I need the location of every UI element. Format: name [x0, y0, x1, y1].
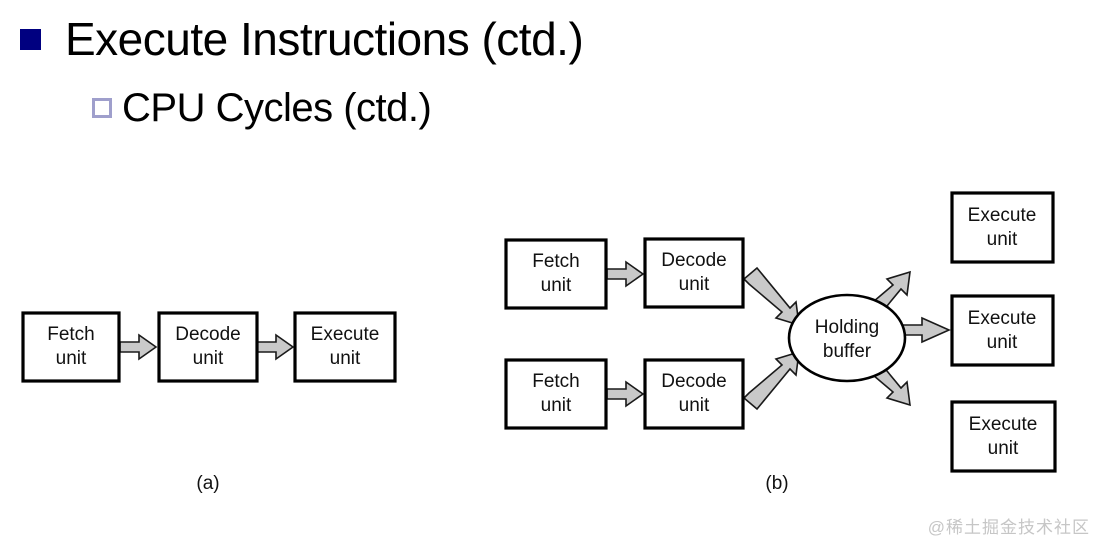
slide-title-row: Execute Instructions (ctd.) [20, 13, 584, 65]
arrow-b-decode-top-to-holding [742, 266, 800, 327]
figure-a: Fetch unit Decode unit Execute unit (a) [21, 311, 397, 494]
node-a-fetch-label-line1: Fetch [47, 324, 95, 345]
node-a-fetch: Fetch unit [21, 311, 121, 383]
node-b-decode-top-label-line1: Decode [661, 250, 727, 271]
node-b-decode-bottom-box [643, 358, 745, 430]
watermark-text: @稀土掘金技术社区 [927, 518, 1090, 537]
node-b-holding-buffer-label-line2: buffer [823, 341, 872, 362]
node-b-execute-top: Execute unit [950, 191, 1055, 264]
arrow-a-fetch-to-decode [119, 333, 158, 361]
node-a-decode-box [157, 311, 259, 383]
hollow-square-bullet-icon [92, 98, 112, 118]
node-b-fetch-top-label-line2: unit [541, 275, 572, 296]
node-a-execute-label-line2: unit [330, 348, 361, 369]
arrow-b-fetch-top-to-decode-top [606, 260, 645, 288]
figure-a-caption: (a) [196, 473, 219, 494]
node-a-fetch-box [21, 311, 121, 383]
arrow-b-holding-to-execute-middle [902, 316, 951, 344]
node-b-execute-bottom-label-line2: unit [988, 438, 1019, 459]
node-b-execute-middle-box [950, 294, 1055, 367]
node-b-decode-top: Decode unit [643, 237, 745, 309]
node-b-fetch-top-label-line1: Fetch [532, 251, 580, 272]
node-b-decode-bottom-label-line1: Decode [661, 371, 727, 392]
slide-subtitle-row: CPU Cycles (ctd.) [92, 86, 432, 130]
node-b-execute-bottom-label-line1: Execute [969, 414, 1038, 435]
node-b-holding-buffer-label-line1: Holding [815, 317, 879, 338]
node-a-execute-box [293, 311, 397, 383]
node-b-decode-top-label-line2: unit [679, 274, 710, 295]
filled-square-bullet-icon [20, 28, 41, 50]
page-title: Execute Instructions (ctd.) [65, 13, 584, 65]
node-a-decode-label-line1: Decode [175, 324, 241, 345]
node-a-decode-label-line2: unit [193, 348, 224, 369]
node-b-decode-top-box [643, 237, 745, 309]
arrow-b-fetch-bottom-to-decode-bottom [606, 380, 645, 408]
node-b-fetch-bottom: Fetch unit [504, 358, 608, 430]
figure-b: Fetch unit Decode unit Fetch unit Decode… [504, 191, 1057, 494]
node-b-execute-top-label-line2: unit [987, 229, 1018, 250]
node-b-fetch-top: Fetch unit [504, 238, 608, 310]
arrow-b-decode-bottom-to-holding [742, 350, 800, 411]
node-b-execute-middle-label-line1: Execute [968, 308, 1037, 329]
node-b-fetch-bottom-box [504, 358, 608, 430]
node-b-execute-middle: Execute unit [950, 294, 1055, 367]
node-b-fetch-bottom-label-line2: unit [541, 395, 572, 416]
node-b-decode-bottom-label-line2: unit [679, 395, 710, 416]
node-b-execute-top-label-line1: Execute [968, 205, 1037, 226]
node-b-decode-bottom: Decode unit [643, 358, 745, 430]
node-b-holding-buffer-ellipse [787, 293, 907, 383]
node-b-fetch-bottom-label-line1: Fetch [532, 371, 580, 392]
node-a-decode: Decode unit [157, 311, 259, 383]
node-b-execute-bottom: Execute unit [950, 400, 1057, 473]
node-b-holding-buffer: Holding buffer [787, 293, 907, 383]
arrow-a-decode-to-execute [256, 333, 295, 361]
figure-b-caption: (b) [765, 473, 788, 494]
node-b-execute-middle-label-line2: unit [987, 332, 1018, 353]
node-a-fetch-label-line2: unit [56, 348, 87, 369]
node-b-fetch-top-box [504, 238, 608, 310]
page-subtitle: CPU Cycles (ctd.) [122, 86, 432, 130]
node-b-execute-top-box [950, 191, 1055, 264]
node-a-execute: Execute unit [293, 311, 397, 383]
node-b-execute-bottom-box [950, 400, 1057, 473]
node-a-execute-label-line1: Execute [311, 324, 380, 345]
